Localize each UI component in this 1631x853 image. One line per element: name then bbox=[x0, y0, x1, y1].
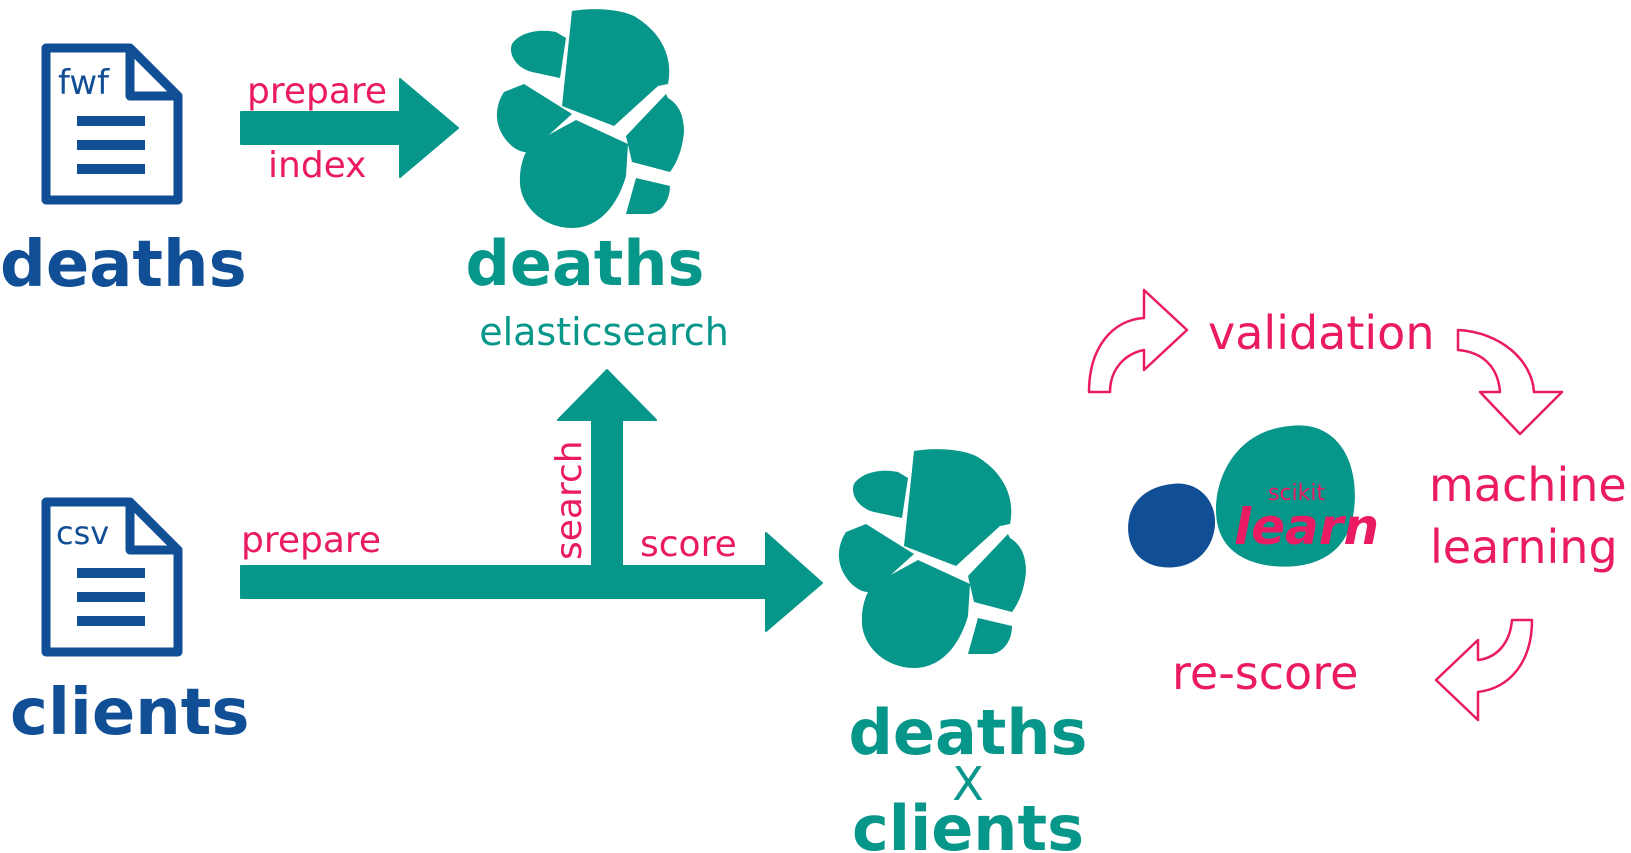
scikit-learn-logo-icon: scikit learn bbox=[1128, 425, 1379, 568]
document-icon bbox=[41, 497, 183, 657]
page-fold-icon bbox=[125, 48, 178, 101]
sklearn-blue-blob bbox=[1128, 483, 1216, 568]
joined-index-cross: X bbox=[952, 757, 984, 811]
sklearn-scikit: scikit bbox=[1268, 481, 1326, 506]
elastic-bottom: deaths X clients bbox=[838, 449, 1088, 853]
arrow-label-search: search bbox=[549, 440, 590, 560]
top-arrow: prepare index bbox=[240, 71, 459, 186]
cycle-label-learning: learning bbox=[1430, 520, 1618, 574]
sklearn-teal-blob bbox=[1216, 425, 1355, 567]
text-line-icon bbox=[77, 116, 145, 126]
sklearn-learn: learn bbox=[1234, 498, 1379, 556]
index-subtitle: elasticsearch bbox=[479, 310, 729, 354]
arrow-right-icon bbox=[240, 532, 823, 632]
joined-index-line2: clients bbox=[852, 792, 1084, 853]
document-icon bbox=[41, 43, 183, 205]
arrow-label-prepare: prepare bbox=[241, 520, 381, 561]
file-extension: fwf bbox=[58, 63, 110, 103]
text-line-icon bbox=[77, 140, 145, 150]
cycle-label-validation: validation bbox=[1208, 306, 1434, 360]
cycle-label-rescore: re-score bbox=[1172, 646, 1358, 700]
text-line-icon bbox=[77, 592, 145, 602]
arrow-label-score: score bbox=[640, 524, 737, 565]
arrow-up-icon bbox=[557, 369, 657, 599]
joined-index-line1: deaths bbox=[849, 696, 1088, 769]
file-name: clients bbox=[10, 676, 249, 750]
file-name: deaths bbox=[0, 228, 247, 302]
clients-file: csv clients bbox=[10, 497, 249, 750]
file-extension: csv bbox=[56, 514, 109, 552]
text-line-icon bbox=[77, 616, 145, 626]
cycle-label-machine: machine bbox=[1429, 458, 1627, 512]
text-line-icon bbox=[77, 164, 145, 174]
curved-arrow-icon bbox=[1087, 288, 1189, 394]
arrow-label-index: index bbox=[268, 145, 367, 186]
text-line-icon bbox=[77, 568, 145, 578]
elastic-top: deaths elasticsearch bbox=[466, 9, 729, 354]
elasticsearch-logo-icon bbox=[838, 449, 1026, 668]
ml-cycle: validation machine learning re-score sci… bbox=[1087, 288, 1627, 722]
index-name: deaths bbox=[466, 227, 705, 300]
arrow-label-prepare: prepare bbox=[247, 71, 387, 112]
curved-arrow-icon bbox=[1456, 328, 1564, 436]
curved-arrow-icon bbox=[1434, 618, 1534, 722]
arrow-right-icon bbox=[240, 78, 459, 178]
page-fold-icon bbox=[125, 502, 178, 555]
elasticsearch-logo-icon bbox=[496, 9, 684, 228]
deaths-file: fwf deaths bbox=[0, 43, 247, 302]
bottom-arrow: prepare search score bbox=[240, 369, 823, 632]
